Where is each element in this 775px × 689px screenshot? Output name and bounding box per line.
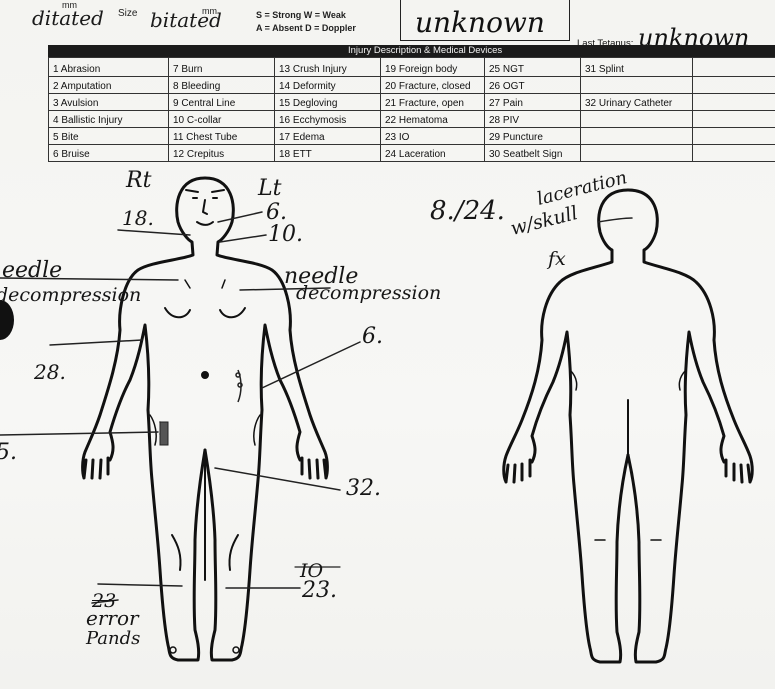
injury-table-cell [693, 111, 775, 128]
injury-table-cell: 26 OGT [485, 77, 581, 94]
size-label: Size [118, 8, 137, 19]
annotation-23: 23. [302, 578, 337, 603]
injury-table-cell [693, 58, 775, 77]
injury-table-cell: 11 Chest Tube [169, 128, 275, 145]
annotation-lt: Lt [258, 176, 281, 201]
left-unit-2: mm [202, 6, 217, 16]
injury-table-cell: 1 Abrasion [49, 58, 169, 77]
left-unit-1: mm [62, 0, 77, 10]
injury-table-cell: 19 Foreign body [381, 58, 485, 77]
annotation-needle-right-2: decompression [296, 282, 441, 304]
injury-table-cell: 28 PIV [485, 111, 581, 128]
injury-table-cell: 27 Pain [485, 94, 581, 111]
injury-table-cell [581, 128, 693, 145]
injury-table-cell: 8 Bleeding [169, 77, 275, 94]
annotation-28: 28. [34, 360, 66, 384]
injury-table-cell: 24 Laceration [381, 145, 485, 162]
injury-table-cell: 21 Fracture, open [381, 94, 485, 111]
injury-table-cell: 4 Ballistic Injury [49, 111, 169, 128]
annotation-error: error [86, 606, 139, 630]
injury-table-cell: 18 ETT [275, 145, 381, 162]
injury-table-cell [693, 77, 775, 94]
injury-table-cell: 29 Puncture [485, 128, 581, 145]
injury-table-cell [581, 145, 693, 162]
injury-table-cell: 16 Ecchymosis [275, 111, 381, 128]
annotation-32: 32. [346, 476, 381, 501]
injury-table-cell: 12 Crepitus [169, 145, 275, 162]
annotation-needle-left-2: decompression [0, 284, 141, 306]
injury-table-cell [693, 145, 775, 162]
injury-table-cell: 7 Burn [169, 58, 275, 77]
injury-table-cell: 17 Edema [275, 128, 381, 145]
annotation-10: 10. [268, 222, 303, 247]
injury-table-cell: 14 Deformity [275, 77, 381, 94]
injury-table-cell [581, 111, 693, 128]
annotation-back-number: 8./24. [430, 196, 505, 226]
injury-table-cell: 31 Splint [581, 58, 693, 77]
injury-table-cell: 5 Bite [49, 128, 169, 145]
injury-table-title: Injury Description & Medical Devices [348, 45, 502, 57]
injury-table-cell [693, 128, 775, 145]
injury-table-cell: 9 Central Line [169, 94, 275, 111]
pulse-legend: S = Strong W = Weak A = Absent D = Doppl… [256, 9, 356, 35]
injury-table-cell: 15 Degloving [275, 94, 381, 111]
pulse-legend-line-1: S = Strong W = Weak [256, 9, 356, 22]
injury-table-cell [581, 77, 693, 94]
injury-table-title-bar: Injury Description & Medical Devices [48, 45, 775, 57]
annotation-fx: fx [548, 248, 566, 270]
injury-table-cell: 13 Crush Injury [275, 58, 381, 77]
header-strip: ditated mm Size bitated mm S = Strong W … [30, 0, 775, 44]
injury-table-cell: 20 Fracture, closed [381, 77, 485, 94]
injury-table-cell: 25 NGT [485, 58, 581, 77]
injury-table-cell: 23 IO [381, 128, 485, 145]
injury-table-cell: 10 C-collar [169, 111, 275, 128]
injury-table-cell: 2 Amputation [49, 77, 169, 94]
annotation-needle-left-1: eedle [2, 258, 62, 283]
injury-table-cell: 6 Bruise [49, 145, 169, 162]
annotation-18: 18. [122, 206, 154, 230]
annotation-initials: Pands [86, 628, 140, 649]
back-body-figure [504, 190, 753, 662]
annotation-6-abdomen: 6. [362, 324, 383, 349]
injury-table-cell [693, 94, 775, 111]
annotation-5: 5. [0, 440, 17, 465]
injury-table-cell: 22 Hematoma [381, 111, 485, 128]
injury-table-cell: 30 Seatbelt Sign [485, 145, 581, 162]
unknown-box: unknown [400, 0, 570, 41]
injury-table-cell: 3 Avulsion [49, 94, 169, 111]
pulse-legend-line-2: A = Absent D = Doppler [256, 22, 356, 35]
unknown-value: unknown [415, 6, 545, 39]
injury-table-cell: 32 Urinary Catheter [581, 94, 693, 111]
annotation-rt: Rt [126, 168, 151, 193]
